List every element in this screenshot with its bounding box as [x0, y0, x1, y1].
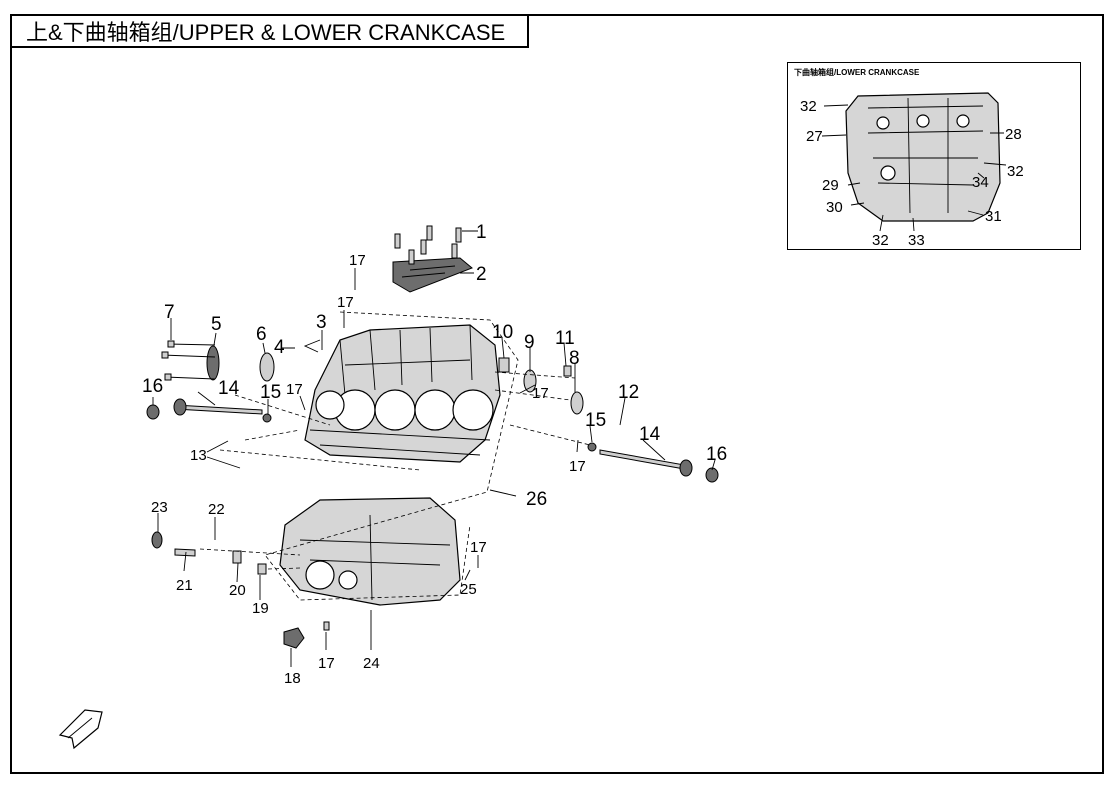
upper-crankcase	[304, 324, 501, 463]
callout-16-b: 16	[706, 444, 727, 465]
callout-17-a: 17	[349, 252, 366, 269]
callout-22: 22	[208, 501, 225, 518]
inset-callouts: 32 27 28 32 34 29 30 31 32 33	[800, 98, 1024, 249]
assembly-lines	[199, 311, 591, 601]
page-title: 上&下曲轴箱组/UPPER & LOWER CRANKCASE	[10, 14, 530, 48]
fwd-arrow-icon	[58, 709, 103, 750]
callout-17-c: 17	[286, 381, 303, 398]
callout-13: 13	[190, 447, 207, 464]
callout-21: 21	[176, 577, 193, 594]
inset-callout-33: 33	[908, 232, 925, 249]
callout-12: 12	[618, 382, 639, 403]
callout-24: 24	[363, 655, 380, 672]
callout-18: 18	[284, 670, 301, 687]
diagram-frame	[10, 14, 1104, 774]
inset-callout-28: 28	[1005, 126, 1022, 143]
callout-23: 23	[151, 499, 168, 516]
inset-diagram: 32 27 28 32 34 29 30 31 32 33	[800, 92, 1024, 249]
callout-16-a: 16	[142, 376, 163, 397]
callout-1: 1	[476, 222, 487, 243]
shafts	[146, 398, 719, 483]
inset-callout-32-c: 32	[872, 232, 889, 249]
callout-3: 3	[316, 312, 327, 333]
callout-10: 10	[492, 322, 513, 343]
inset-title: 下曲轴箱组/LOWER CRANKCASE	[794, 68, 920, 77]
callout-5: 5	[211, 314, 222, 335]
cover-bolts	[394, 225, 462, 265]
callout-19: 19	[252, 600, 269, 617]
inset-callout-31: 31	[985, 208, 1002, 225]
callout-8: 8	[569, 348, 580, 369]
callout-20: 20	[229, 582, 246, 599]
callout-14-b: 14	[639, 424, 661, 445]
callout-17-f: 17	[470, 539, 487, 556]
callout-25: 25	[460, 581, 477, 598]
callout-17-b: 17	[337, 294, 354, 311]
callout-11: 11	[555, 328, 575, 349]
cover-plate	[392, 257, 473, 293]
callout-4: 4	[274, 337, 285, 358]
callout-15-b: 15	[585, 410, 606, 431]
callout-17-g: 17	[318, 655, 335, 672]
side-bolts	[161, 340, 216, 381]
inset-callout-32-a: 32	[800, 98, 817, 115]
callout-numbers: 1 2 17 17 3 4 7 5 6 10 9 11 8 16 14 15 1…	[142, 222, 727, 687]
callout-17-e: 17	[569, 458, 586, 475]
inset-callout-32-b: 32	[1007, 163, 1024, 180]
callout-26: 26	[526, 489, 547, 510]
lower-crankcase	[151, 497, 461, 649]
leader-lines	[152, 230, 716, 667]
callout-6: 6	[256, 324, 267, 345]
inset-callout-30: 30	[826, 199, 843, 216]
callout-7: 7	[164, 302, 175, 323]
callout-17-d: 17	[532, 385, 549, 402]
callout-15-a: 15	[260, 382, 281, 403]
callout-9: 9	[524, 332, 535, 353]
inset-callout-34: 34	[972, 174, 989, 191]
callout-2: 2	[476, 264, 487, 285]
lower-crankcase-inset: 下曲轴箱组/LOWER CRANKCASE 32 27 28 32 34 29 …	[787, 62, 1081, 250]
inset-callout-29: 29	[822, 177, 839, 194]
inset-callout-27: 27	[806, 128, 823, 145]
callout-14-a: 14	[218, 378, 240, 399]
seal-parts	[206, 339, 597, 452]
